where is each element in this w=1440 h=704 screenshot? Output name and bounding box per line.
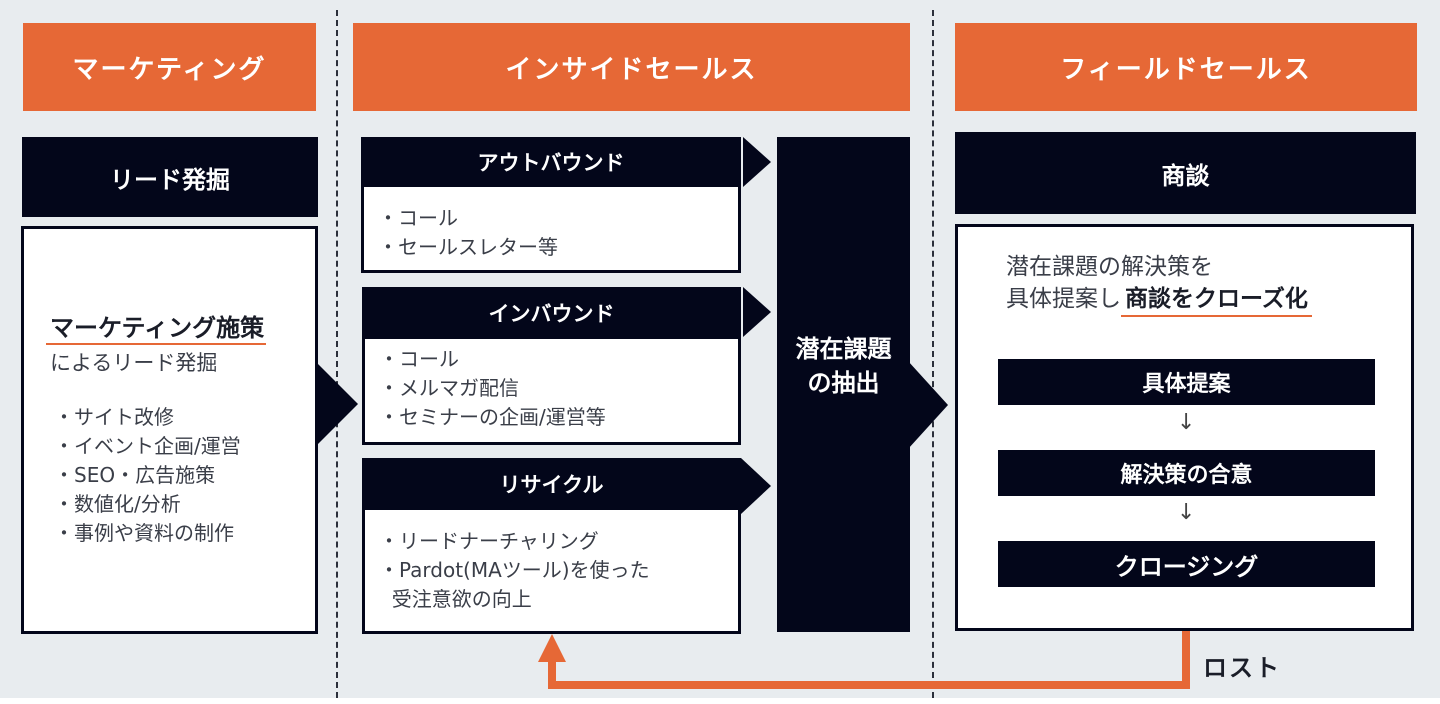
list-item: ・サイト改修: [54, 405, 174, 429]
list-item: ・イベント企画/運営: [54, 434, 241, 458]
negotiation-description-plain: 具体提案し: [1006, 286, 1121, 312]
negotiation-description: 潜在課題の解決策を 具体提案し商談をクローズ化: [1006, 251, 1312, 317]
flow-arrow-icon: [743, 137, 771, 187]
negotiation-description-emphasis: 商談をクローズ化: [1121, 286, 1312, 317]
step-closing: クロージング: [998, 541, 1375, 587]
marketing-headline: マーケティング施策 によるリード発掘: [46, 313, 267, 377]
list-item: 受注意欲の向上: [379, 587, 532, 611]
extraction-label-line2: の抽出: [807, 369, 880, 397]
column-divider: [932, 10, 934, 698]
flow-arrow-icon: [316, 362, 358, 446]
list-item: ・メルマガ配信: [379, 376, 519, 400]
outbound-item-list: ・コール ・セールスレター等: [378, 204, 558, 262]
flow-arrow-icon: [743, 287, 771, 337]
down-arrow-icon: ↓: [1177, 410, 1196, 435]
outbound-header: アウトバウンド: [361, 137, 741, 187]
negotiation-description-line1: 潜在課題の解決策を: [1006, 254, 1213, 280]
list-item: ・数値化/分析: [54, 492, 181, 516]
extraction-label-line1: 潜在課題: [795, 335, 892, 363]
extraction-label: 潜在課題 の抽出: [777, 332, 910, 400]
step-concrete-proposal: 具体提案: [998, 359, 1375, 405]
marketing-detail-box: マーケティング施策 によるリード発掘 ・サイト改修 ・イベント企画/運営 ・SE…: [21, 226, 318, 634]
list-item: ・コール: [378, 206, 458, 230]
lead-discovery-header: リード発掘: [22, 137, 318, 217]
list-item: ・Pardot(MAツール)を使った: [379, 558, 650, 582]
column-header-marketing: マーケティング: [23, 23, 316, 111]
inbound-box: インバウンド ・コール ・メルマガ配信 ・セミナーの企画/運営等: [362, 287, 741, 445]
lost-label: ロスト: [1203, 654, 1281, 682]
flow-arrow-icon: [741, 458, 771, 514]
inbound-item-list: ・コール ・メルマガ配信 ・セミナーの企画/運営等: [379, 345, 606, 432]
recycle-item-list: ・リードナーチャリング ・Pardot(MAツール)を使った 受注意欲の向上: [379, 527, 650, 614]
recycle-box: リサイクル ・リードナーチャリング ・Pardot(MAツール)を使った 受注意…: [362, 458, 741, 634]
column-header-field-sales: フィールドセールス: [955, 23, 1417, 111]
list-item: ・セミナーの企画/運営等: [379, 405, 606, 429]
marketing-headline-emphasis: マーケティング施策: [46, 313, 267, 345]
marketing-headline-rest: によるリード発掘: [50, 351, 218, 375]
column-header-inside-sales: インサイドセールス: [353, 23, 910, 111]
inbound-header: インバウンド: [362, 287, 741, 339]
negotiation-header: 商談: [955, 132, 1416, 214]
negotiation-description-line2: 具体提案し商談をクローズ化: [1006, 283, 1312, 317]
step-solution-agreement: 解決策の合意: [998, 450, 1375, 496]
column-divider: [336, 10, 338, 698]
lost-loop-line: [548, 631, 1190, 689]
list-item: ・セールスレター等: [378, 235, 558, 259]
list-item: ・リードナーチャリング: [379, 529, 599, 553]
flow-arrow-icon: [908, 361, 948, 449]
lost-loop-arrowhead-icon: [538, 634, 566, 662]
marketing-item-list: ・サイト改修 ・イベント企画/運営 ・SEO・広告施策 ・数値化/分析 ・事例や…: [54, 403, 241, 548]
down-arrow-icon: ↓: [1177, 500, 1196, 525]
recycle-header: リサイクル: [362, 458, 741, 510]
outbound-box: アウトバウンド ・コール ・セールスレター等: [361, 137, 741, 273]
list-item: ・SEO・広告施策: [54, 463, 216, 487]
list-item: ・事例や資料の制作: [54, 521, 234, 545]
list-item: ・コール: [379, 347, 459, 371]
latent-issue-extraction-box: 潜在課題 の抽出: [777, 137, 910, 632]
